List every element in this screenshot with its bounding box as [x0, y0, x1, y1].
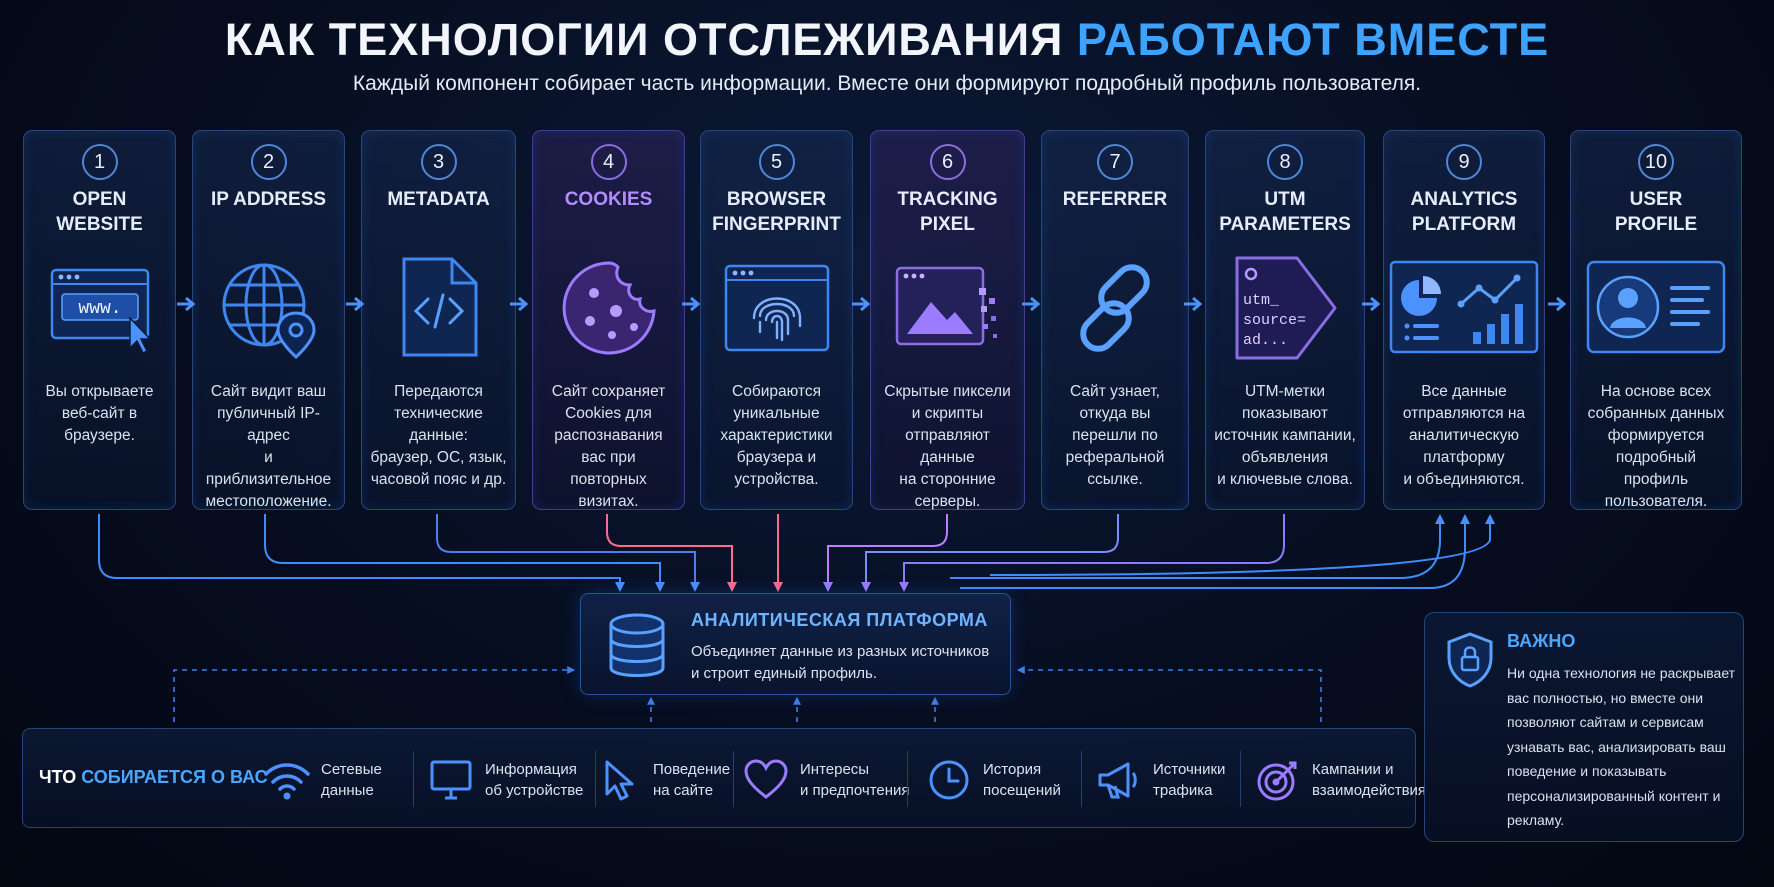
browser-www-icon: www. [44, 253, 156, 363]
platform-description: Объединяет данные из разных источников и… [691, 643, 990, 682]
cookie-icon [553, 253, 665, 363]
step-title: METADATA [387, 189, 490, 210]
clock-icon [921, 755, 977, 805]
arrow-right-icon [1362, 296, 1381, 312]
monitor-icon [423, 755, 479, 805]
collected-item-text: Источники трафика [1153, 761, 1226, 799]
step-card-cookies: 4 COOKIES Сайт сохраняет Cookies для рас… [532, 130, 685, 510]
step-title: COOKIES [564, 189, 653, 210]
step-number: 7 [1097, 144, 1133, 180]
arrow-right-icon [1548, 296, 1567, 312]
svg-text:utm_ source= a: utm_ source= ad... [1243, 292, 1315, 349]
page-subtitle: Каждый компонент собирает часть информац… [352, 72, 1422, 95]
step-description: Собираются уникальные характеристики бра… [720, 383, 833, 488]
arrow-right-icon [682, 296, 701, 312]
utm-tag-icon: utm_ source= ad... [1229, 253, 1341, 363]
heart-icon [738, 755, 794, 805]
step-title: UTM PARAMETERS [1219, 189, 1351, 235]
step-card-metadata: 3 METADATA Передаются технические данные… [361, 130, 516, 510]
step-number: 8 [1267, 144, 1303, 180]
arrow-right-icon [1184, 296, 1203, 312]
step-description: Сайт видит ваш публичный IP-адрес и приб… [205, 383, 332, 510]
arrow-right-icon [1022, 296, 1041, 312]
collected-item-device: Информация об устройстве [423, 745, 583, 815]
step-card-analytics-platform: 9 ANALYTICS PLATFORM Все данные отправля… [1383, 130, 1545, 510]
important-text: Ни одна технология не раскрывает вас пол… [1507, 665, 1736, 828]
collected-item-text: Информация об устройстве [485, 761, 584, 799]
step-card-utm-parameters: 8 UTM PARAMETERS utm_ source= ad... UTM-… [1205, 130, 1365, 510]
collected-item-text: Кампании и взаимодействия [1312, 761, 1427, 799]
step-title: BROWSER FINGERPRINT [712, 189, 841, 235]
shield-lock-icon [1445, 631, 1495, 689]
step-description: Сайт сохраняет Cookies для распознавания… [551, 383, 666, 510]
cursor-icon [591, 755, 647, 805]
step-card-ip-address: 2 IP ADDRESS Сайт видит ваш публичный IP… [192, 130, 345, 510]
step-card-user-profile: 10 USER PROFILE На основе всех собранных… [1570, 130, 1742, 510]
step-number: 5 [758, 144, 795, 180]
arrow-right-icon [346, 296, 365, 312]
target-icon [1250, 755, 1306, 805]
collected-item-text: Сетевые данные [321, 761, 382, 799]
arrow-right-icon [852, 296, 871, 312]
database-icon [605, 612, 669, 680]
collected-item-history: История посещений [921, 745, 1061, 815]
step-title: USER PROFILE [1614, 189, 1698, 235]
globe-pin-icon [213, 253, 325, 363]
analytics-platform-box: АНАЛИТИЧЕСКАЯ ПЛАТФОРМА Объединяет данны… [580, 593, 1011, 695]
wifi-icon [259, 755, 315, 805]
step-number: 10 [1638, 144, 1674, 180]
step-number: 4 [590, 144, 627, 180]
step-description: Сайт узнает, откуда вы перешли по рефера… [1065, 383, 1165, 488]
page-title: КАК ТЕХНОЛОГИИ ОТСЛЕЖИВАНИЯ РАБОТАЮТ ВМЕ… [224, 14, 1550, 65]
important-title: ВАЖНО [1507, 631, 1576, 651]
svg-text:www.: www. [78, 299, 121, 319]
step-number: 9 [1446, 144, 1482, 180]
collected-item-traffic: Источники трафика [1091, 745, 1225, 815]
link-chain-icon [1059, 253, 1171, 363]
important-notice: ВАЖНО Ни одна технология не раскрывает в… [1424, 612, 1744, 842]
arrow-right-icon [510, 296, 529, 312]
collected-item-text: История посещений [983, 761, 1061, 799]
step-title: TRACKING PIXEL [897, 189, 998, 235]
step-card-tracking-pixel: 6 TRACKING PIXEL Скрытые пиксели и скрип… [870, 130, 1025, 510]
step-description: UTM-метки показывают источник кампании, … [1214, 383, 1356, 488]
collected-item-campaigns: Кампании и взаимодействия [1250, 745, 1426, 815]
step-card-open-website: 1 OPEN WEBSITE www. Вы открываете веб-са… [23, 130, 176, 510]
step-card-browser-fingerprint: 5 BROWSER FINGERPRINT Собираются уникаль… [700, 130, 853, 510]
user-profile-card-icon [1586, 253, 1726, 363]
step-title: OPEN WEBSITE [56, 189, 143, 235]
collected-label: ЧТО СОБИРАЕТСЯ О ВАС [39, 767, 268, 787]
step-number: 2 [250, 144, 287, 180]
step-title: REFERRER [1062, 189, 1168, 210]
collected-item-text: Интересы и предпочтения [800, 761, 910, 799]
fingerprint-icon [721, 253, 833, 363]
megaphone-icon [1091, 755, 1147, 805]
step-description: Скрытые пиксели и скрипты отправляют дан… [884, 383, 1011, 510]
step-number: 6 [929, 144, 966, 180]
step-description: Передаются технические данные: браузер, … [370, 383, 507, 488]
collected-item-network: Сетевые данные [259, 745, 382, 815]
step-description: На основе всех собранных данных формируе… [1587, 383, 1725, 510]
collected-item-behavior: Поведение на сайте [591, 745, 730, 815]
step-number: 3 [420, 144, 457, 180]
step-number: 1 [81, 144, 118, 180]
arrow-right-icon [177, 296, 196, 312]
code-file-icon [383, 253, 495, 363]
collected-item-text: Поведение на сайте [653, 761, 731, 799]
step-title: ANALYTICS PLATFORM [1410, 189, 1518, 235]
analytics-dashboard-icon [1389, 253, 1539, 363]
pixel-image-icon [892, 253, 1004, 363]
platform-title: АНАЛИТИЧЕСКАЯ ПЛАТФОРМА [691, 610, 988, 630]
step-card-referrer: 7 REFERRER Сайт узнает, откуда вы перешл… [1041, 130, 1189, 510]
step-title: IP ADDRESS [210, 189, 327, 210]
step-description: Вы открываете веб-сайт в браузере. [45, 383, 154, 444]
collected-data-bar: ЧТО СОБИРАЕТСЯ О ВАС Сетевые данные Инфо… [22, 728, 1426, 828]
collected-item-interests: Интересы и предпочтения [738, 745, 910, 815]
step-description: Все данные отправляются на аналитическую… [1402, 383, 1526, 488]
